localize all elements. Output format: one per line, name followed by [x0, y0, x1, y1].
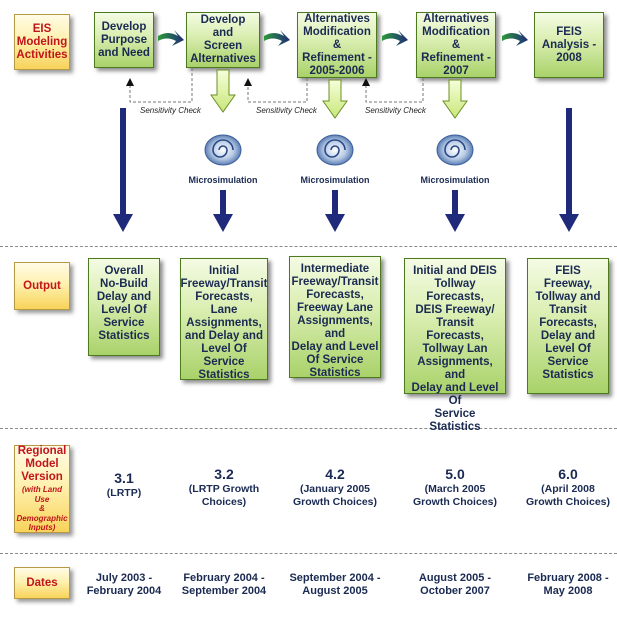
- date-range-3: September 2004 - August 2005: [289, 572, 381, 597]
- model-version-1: 3.1 (LRTP): [86, 470, 162, 500]
- sensitivity-check-connector-2: [247, 78, 308, 103]
- flow-chevron-3: [382, 30, 408, 46]
- model-version-3-number: 4.2: [325, 466, 345, 482]
- microsimulation-swirl-icon-1: [204, 134, 242, 166]
- label-dates: Dates: [14, 567, 70, 599]
- sensitivity-arrowhead-2: [244, 78, 252, 86]
- output-arrow-3: [325, 190, 345, 232]
- microsim-input-arrow-2: [322, 79, 348, 119]
- sensitivity-check-label-3: Sensitivity Check: [365, 106, 426, 115]
- date-range-5: February 2008 - May 2008: [527, 572, 609, 597]
- model-version-3-note: (January 2005 Growth Choices): [292, 483, 377, 508]
- sensitivity-check-connector-3: [365, 78, 424, 103]
- output-feis-forecasts: FEIS Freeway, Tollway and Transit Foreca…: [527, 258, 609, 394]
- activity-purpose-and-need-text: Develop Purpose and Need: [98, 20, 150, 59]
- label-dates-text: Dates: [26, 576, 58, 589]
- label-regional-main: Regional Model Version: [17, 445, 67, 484]
- microsimulation-label-1: Microsimulation: [188, 175, 258, 185]
- model-version-1-number: 3.1: [114, 470, 134, 486]
- output-no-build-statistics-text: Overall No-Build Delay and Level Of Serv…: [96, 265, 152, 342]
- output-no-build-statistics: Overall No-Build Delay and Level Of Serv…: [88, 258, 160, 356]
- sensitivity-arrowhead-1: [126, 78, 134, 86]
- activity-feis-analysis: FEIS Analysis - 2008: [534, 12, 604, 78]
- separator-line-3: [0, 553, 617, 554]
- output-feis-forecasts-text: FEIS Freeway, Tollway and Transit Foreca…: [535, 265, 601, 381]
- model-version-2-note: (LRTP Growth Choices): [188, 483, 260, 508]
- activity-refinement-2007-text: Alternatives Modification & Refinement -…: [421, 12, 491, 77]
- microsimulation-label-3: Microsimulation: [420, 175, 490, 185]
- model-version-3: 4.2 (January 2005 Growth Choices): [285, 466, 385, 508]
- model-version-5: 6.0 (April 2008 Growth Choices): [520, 466, 616, 508]
- date-range-2: February 2004 - September 2004: [181, 572, 267, 597]
- output-arrow-4: [445, 190, 465, 232]
- model-version-4: 5.0 (March 2005 Growth Choices): [404, 466, 506, 508]
- model-version-1-note: (LRTP): [106, 487, 142, 499]
- label-regional-sub: (with Land Use & Demographic Inputs): [16, 485, 68, 533]
- microsimulation-swirl-icon-2: [316, 134, 354, 166]
- model-version-4-note: (March 2005 Growth Choices): [412, 483, 497, 508]
- output-arrow-1: [113, 108, 133, 232]
- sensitivity-check-connector-1: [129, 68, 193, 103]
- date-range-4: August 2005 - October 2007: [418, 572, 492, 597]
- label-eis-modeling-activities-text: EIS Modeling Activities: [16, 22, 68, 61]
- sensitivity-arrowhead-3: [362, 78, 370, 86]
- output-initial-forecasts: Initial Freeway/Transit Forecasts, Lane …: [180, 258, 268, 381]
- activity-screen-alternatives: Develop and Screen Alternatives: [186, 12, 260, 68]
- model-version-2-number: 3.2: [214, 466, 234, 482]
- microsim-input-arrow-3: [442, 79, 468, 119]
- output-deis-tollway-forecasts: Initial and DEIS Tollway Forecasts, DEIS…: [404, 258, 506, 433]
- label-output: Output: [14, 262, 70, 310]
- output-deis-tollway-forecasts-text: Initial and DEIS Tollway Forecasts, DEIS…: [411, 265, 499, 433]
- activity-refinement-2005-2006: Alternatives Modification & Refinement -…: [297, 12, 377, 78]
- date-range-1: July 2003 - February 2004: [86, 572, 162, 597]
- microsim-input-arrow-1: [210, 69, 236, 113]
- output-arrow-5: [559, 108, 579, 232]
- output-intermediate-forecasts: Intermediate Freeway/Transit Forecasts, …: [289, 256, 381, 379]
- separator-line-2: [0, 428, 617, 429]
- microsimulation-swirl-icon-3: [436, 134, 474, 166]
- activity-refinement-2005-2006-text: Alternatives Modification & Refinement -…: [302, 12, 372, 77]
- activity-screen-alternatives-text: Develop and Screen Alternatives: [190, 14, 256, 65]
- model-version-2: 3.2 (LRTP Growth Choices): [176, 466, 272, 508]
- model-version-5-note: (April 2008 Growth Choices): [525, 483, 610, 508]
- label-eis-modeling-activities: EIS Modeling Activities: [14, 14, 70, 70]
- activity-purpose-and-need: Develop Purpose and Need: [94, 12, 154, 68]
- sensitivity-check-label-1: Sensitivity Check: [140, 106, 201, 115]
- activity-feis-analysis-text: FEIS Analysis - 2008: [541, 25, 597, 64]
- model-version-4-number: 5.0: [445, 466, 465, 482]
- activity-refinement-2007: Alternatives Modification & Refinement -…: [416, 12, 496, 78]
- flow-chevron-1: [158, 30, 184, 46]
- output-arrow-2: [213, 190, 233, 232]
- sensitivity-check-label-2: Sensitivity Check: [256, 106, 317, 115]
- output-initial-forecasts-text: Initial Freeway/Transit Forecasts, Lane …: [180, 265, 268, 381]
- separator-line-1: [0, 246, 617, 247]
- label-output-text: Output: [23, 279, 61, 292]
- model-version-5-number: 6.0: [558, 466, 578, 482]
- microsimulation-label-2: Microsimulation: [300, 175, 370, 185]
- output-intermediate-forecasts-text: Intermediate Freeway/Transit Forecasts, …: [291, 263, 379, 379]
- label-regional-model-version: Regional Model Version (with Land Use & …: [14, 445, 70, 533]
- flow-chevron-4: [502, 30, 528, 46]
- flow-chevron-2: [264, 30, 290, 46]
